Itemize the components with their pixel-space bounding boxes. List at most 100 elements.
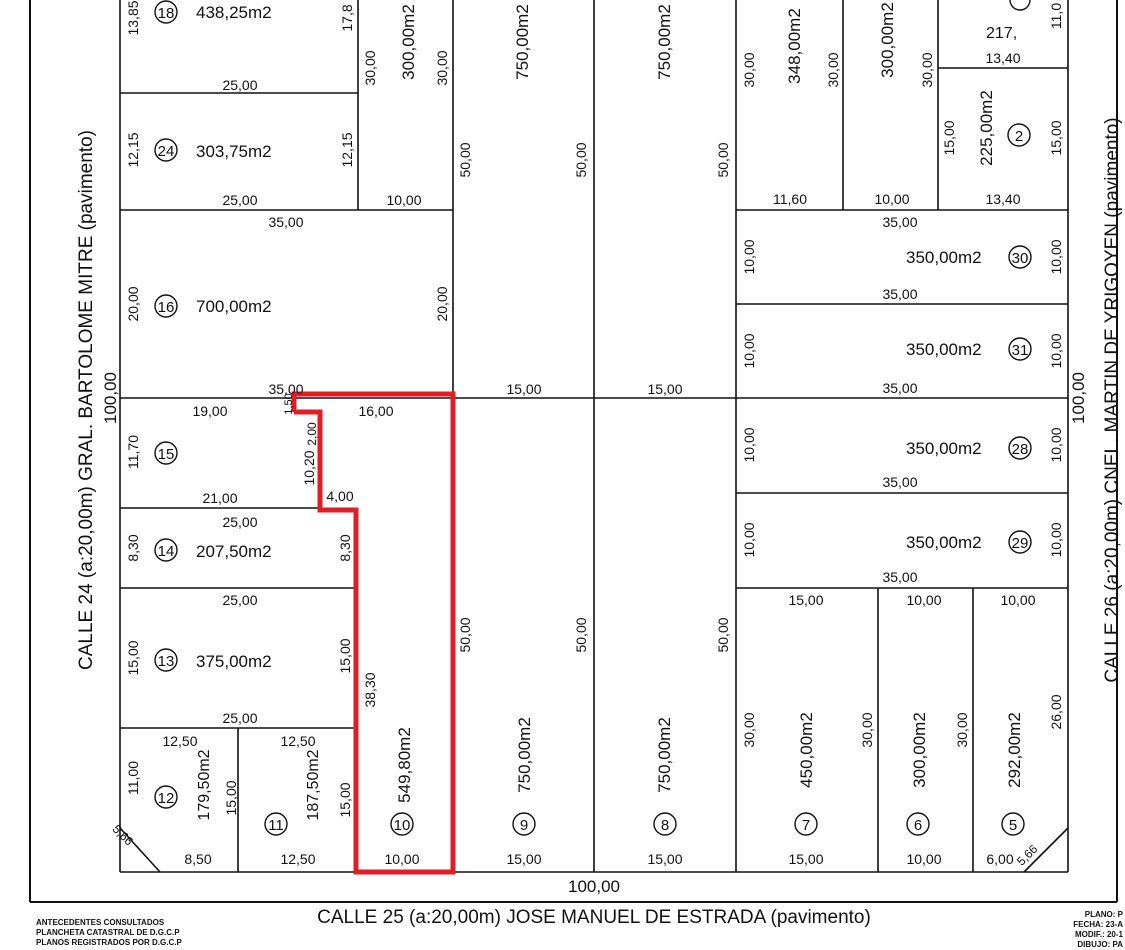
- dimension: 11,70: [125, 435, 141, 469]
- lot-number: 30: [1012, 250, 1029, 267]
- dimension: 10,00: [384, 851, 419, 867]
- lot-area: 217,: [986, 25, 1017, 42]
- dimension: 50,00: [715, 617, 731, 652]
- dimension: 35,00: [882, 474, 917, 490]
- dimension: 15,00: [506, 851, 541, 867]
- dimension: 12,15: [339, 132, 355, 167]
- dimension: 10,00: [906, 592, 941, 608]
- lot-number: 12: [158, 790, 175, 807]
- street-right-label: CALLE 26 (a:20,00m) CNEL. MARTIN DE YRIG…: [1102, 117, 1123, 682]
- dimension: 35,00: [882, 286, 917, 302]
- lot-area: 303,75m2: [196, 142, 272, 161]
- lot-number: 28: [1012, 441, 1029, 458]
- dimension: 10,00: [874, 191, 909, 207]
- dimension: 20,00: [125, 286, 141, 321]
- dimension: 13,40: [985, 50, 1020, 66]
- lot-number: 5: [1009, 817, 1017, 834]
- dimension: 5,66: [1014, 842, 1041, 869]
- dimension: 50,00: [457, 142, 473, 177]
- dimension: 10,00: [386, 192, 421, 208]
- dimension: 15,00: [788, 851, 823, 867]
- street-bottom-label: CALLE 25 (a:20,00m) JOSE MANUEL DE ESTRA…: [317, 907, 871, 928]
- dimension: 8,30: [337, 534, 353, 561]
- lot-area: 348,00m2: [785, 8, 804, 84]
- dimension: 12,50: [280, 733, 315, 749]
- lot-area: 225,00m2: [977, 90, 996, 166]
- lot-area: 187,50m2: [305, 749, 322, 820]
- dimension: 10,00: [1000, 592, 1035, 608]
- dimension: 20,00: [434, 286, 450, 321]
- dimension: 15,00: [223, 780, 239, 815]
- dimension: 19,00: [192, 403, 227, 419]
- dimension: 15,00: [337, 638, 353, 673]
- dimension: 12,15: [125, 132, 141, 167]
- lot-area: 700,00m2: [196, 297, 272, 316]
- dimension: 5,66: [110, 822, 137, 849]
- dimension: 10,00: [1048, 427, 1064, 462]
- dimension: 10,20: [301, 450, 317, 485]
- dimension: 25,00: [222, 514, 257, 530]
- lot-10-highlight: [291, 391, 456, 875]
- lot-area: 350,00m2: [906, 533, 982, 552]
- notes-bottom-right: PLANO: P FECHA: 23-A MODIF.: 20-1 DIBUJO…: [1073, 910, 1123, 949]
- dimension: 15,00: [647, 381, 682, 397]
- street-left-label: CALLE 24 (a:20,00m) GRAL. BARTOLOME MITR…: [76, 130, 97, 670]
- lot-area: 350,00m2: [906, 248, 982, 267]
- lot-number: 9: [520, 817, 528, 834]
- dimension: 21,00: [202, 490, 237, 506]
- dimension: 15,00: [1048, 120, 1064, 155]
- dimension: 50,00: [457, 617, 473, 652]
- lot-number: 16: [158, 299, 175, 316]
- lot-area: 207,50m2: [196, 542, 272, 561]
- block-side-right: 100,00: [1069, 372, 1088, 424]
- dimension: 11,00: [125, 761, 141, 795]
- lot-area: 292,00m2: [1005, 712, 1024, 788]
- dimension: 25,00: [222, 192, 257, 208]
- note-line: PLANCHETA CATASTRAL DE D.G.C.P: [36, 928, 180, 937]
- dimension: 35,00: [882, 569, 917, 585]
- lot-area: 450,00m2: [797, 712, 816, 788]
- dimension: 50,00: [715, 142, 731, 177]
- dimension: 12,50: [280, 851, 315, 867]
- dimension: 30,00: [362, 50, 378, 85]
- dimension: 35,00: [268, 214, 303, 230]
- dimension: 38,30: [362, 672, 378, 707]
- lot-area: 300,00m2: [910, 712, 929, 788]
- dimensions-horizontal: 25,00 25,00 10,00 35,00 35,00 19,00 16,0…: [110, 50, 1041, 868]
- lot-number: 13: [158, 653, 175, 670]
- dimension: 8,30: [125, 534, 141, 561]
- dimension: 10,00: [1048, 239, 1064, 274]
- dimension: 15,00: [125, 640, 141, 675]
- lot-area: 750,00m2: [515, 717, 534, 793]
- lot-number: 18: [158, 5, 175, 22]
- lot-number: 11: [268, 817, 284, 834]
- note-line: PLANOS REGISTRADOS POR D.G.C.P: [36, 938, 182, 947]
- lot-area: 750,00m2: [655, 717, 674, 793]
- dimension: 15,00: [788, 592, 823, 608]
- dimension: 30,00: [434, 50, 450, 85]
- lot-number: 6: [914, 817, 922, 834]
- dimension: 30,00: [741, 712, 757, 747]
- lot-number: 15: [158, 446, 175, 463]
- lot-number: 14: [158, 543, 175, 560]
- dimension: 13,85: [125, 0, 141, 35]
- lot-number: 24: [158, 143, 175, 160]
- block-side-bottom: 100,00: [568, 877, 620, 896]
- dimension: 10,00: [741, 333, 757, 368]
- lot-number: 29: [1012, 535, 1029, 552]
- notes-bottom-left: ANTECEDENTES CONSULTADOS PLANCHETA CATAS…: [36, 918, 182, 947]
- block-side-left: 100,00: [101, 372, 120, 424]
- lot-area: 300,00m2: [399, 4, 418, 80]
- note-line: MODIF.: 20-1: [1075, 930, 1124, 939]
- dimension: 10,00: [1048, 522, 1064, 557]
- lot-area: 549,80m2: [395, 727, 414, 803]
- note-line: DIBUJO: PA: [1077, 940, 1123, 949]
- lot-number: 10: [394, 817, 411, 834]
- dimension: 10,00: [906, 851, 941, 867]
- dimension: 30,00: [825, 52, 841, 87]
- dimension: 25,00: [222, 592, 257, 608]
- lot-number-circles: 18 24 16 15 14 13 12 11 10 9 8 7 6 5 30 …: [154, 0, 1032, 836]
- lot-area: 750,00m2: [655, 4, 674, 80]
- lot-area: 300,00m2: [878, 2, 897, 78]
- dimension: 25,00: [222, 77, 257, 93]
